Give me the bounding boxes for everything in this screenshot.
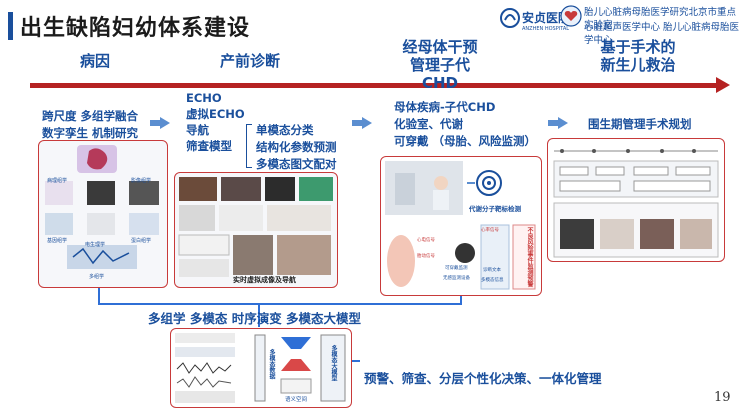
col2-item-1: ECHO	[186, 91, 222, 105]
panel-echo-imaging: 实时虚拟成像及导航	[174, 172, 338, 288]
timeline-arrowhead	[716, 77, 730, 93]
label-wearable: 可穿戴监测	[445, 266, 468, 271]
logo-subtext: ANZHEN HOSPITAL	[522, 26, 570, 32]
panel-surgical-planning	[547, 138, 725, 262]
col1-line-1: 跨尺度 多组学融合	[42, 109, 139, 123]
bottom-right-caption: 预警、筛查、分层个性化决策、一体化管理	[364, 371, 602, 386]
col3-line-2: 化验室、代谢	[394, 117, 463, 131]
connector-bottom-right	[352, 360, 360, 362]
anzhen-logo-icon	[500, 8, 520, 28]
panel-multimodal-model: 多模态数据 语义空间 多模态大模型	[170, 328, 352, 408]
multimodal-model-diagram	[175, 333, 346, 403]
institute-line-2: 心脏超声医学中心 胎儿心脏病母胎医学中心	[584, 22, 740, 46]
flow-arrow-3-icon	[558, 117, 568, 129]
label-diagnostic-text: 诊断文本	[483, 268, 501, 273]
stage-cause: 病因	[79, 52, 110, 70]
multiomics-diagram	[45, 145, 159, 269]
connector-panel1-down	[98, 288, 100, 304]
col3-line-3: 可穿戴 （母胎、风险监测）	[394, 134, 537, 148]
label-multimodal-info: 多模态信息	[481, 278, 504, 283]
label-heart-rate: 心率信号	[481, 228, 499, 233]
bottom-caption: 多组学 多模态 时序演变 多模态大模型	[148, 311, 362, 326]
logo-text: 安贞医院	[522, 11, 571, 25]
timeline-bar	[30, 83, 720, 88]
col2-sub-3: 多模态图文配对	[256, 157, 337, 171]
heart-emblem-icon	[560, 5, 582, 27]
connector-center-down	[258, 305, 260, 327]
label-proteomics: 蛋白组学	[131, 238, 152, 244]
col4-heading: 围生期管理手术规划	[588, 117, 692, 131]
label-multimodal-data: 多模态数据	[268, 349, 275, 379]
label-metabolic-detection: 代谢分子靶标检测	[469, 205, 521, 213]
flow-arrow-2-icon	[362, 117, 372, 129]
title-accent-bar	[8, 12, 13, 40]
col2-sub-2: 结构化参数预测	[256, 140, 337, 154]
col3-line-1: 母体疾病-子代CHD	[394, 100, 496, 114]
col2-sub-1: 单模态分类	[256, 123, 314, 137]
stage-prenatal-diagnosis: 产前诊断	[219, 52, 280, 70]
stage-maternal-intervention-1: 经母体干预	[402, 38, 478, 56]
surgical-planning-flowchart	[553, 149, 719, 258]
flow-arrow-1-icon	[160, 117, 170, 129]
label-noncontact-device: 无感监测设备	[443, 276, 470, 281]
bracket-icon	[246, 124, 252, 168]
stage-maternal-intervention-2: 管理子代	[409, 56, 470, 74]
flow-arrow-3-stem	[548, 120, 558, 126]
echo-imaging-collage	[178, 177, 333, 277]
label-risk-warning: 不良风险事件监测预警	[526, 227, 533, 287]
page-title: 出生缺陷妇幼体系建设	[20, 16, 251, 41]
col1-line-2: 数字孪生 机制研究	[42, 126, 139, 140]
lab-wearable-diagram	[385, 161, 536, 290]
label-semantic-space: 语义空间	[285, 397, 308, 403]
flow-arrow-2-stem	[352, 120, 362, 126]
stage-neonatal-surgery-1: 基于手术的	[600, 38, 676, 56]
institute-line-1: 胎儿心脏病母胎医学研究北京市重点实验室	[584, 7, 737, 31]
panel-lab-wearables: 代谢分子靶标检测 心电信号 心率信号 可穿戴监测 胎动信号 无感监测设备 诊断文…	[380, 156, 542, 296]
stage-maternal-intervention-3: CHD	[421, 74, 458, 92]
hospital-logo: 安贞医院 ANZHEN HOSPITAL	[500, 4, 578, 40]
col2-item-4: 筛查模型	[186, 139, 232, 153]
connector-horizontal	[98, 303, 462, 305]
label-realtime-navigation: 实时虚拟成像及导航	[233, 276, 296, 284]
label-ecg: 心电信号	[417, 238, 435, 243]
panel-multiomics: 病理组学 影像组学 基因组学 蛋白组学 电生理学 多组学	[38, 140, 168, 288]
page-number: 19	[714, 390, 731, 405]
label-electrophysiology: 电生理学	[85, 242, 106, 248]
label-fetal-movement: 胎动信号	[417, 254, 435, 259]
flow-arrow-1-stem	[150, 120, 160, 126]
label-multimodal-llm: 多模态大模型	[330, 345, 337, 381]
hospital-logo-2	[560, 5, 582, 27]
label-pathology: 病理组学	[47, 178, 68, 184]
label-imaging: 影像组学	[131, 178, 152, 184]
col2-item-2: 虚拟ECHO	[186, 107, 245, 121]
stage-neonatal-surgery-2: 新生儿救治	[600, 56, 676, 74]
label-genomics: 基因组学	[47, 238, 68, 244]
col2-item-3: 导航	[186, 123, 209, 137]
connector-panel3-down	[460, 296, 462, 304]
label-multiomics: 多组学	[89, 274, 105, 280]
